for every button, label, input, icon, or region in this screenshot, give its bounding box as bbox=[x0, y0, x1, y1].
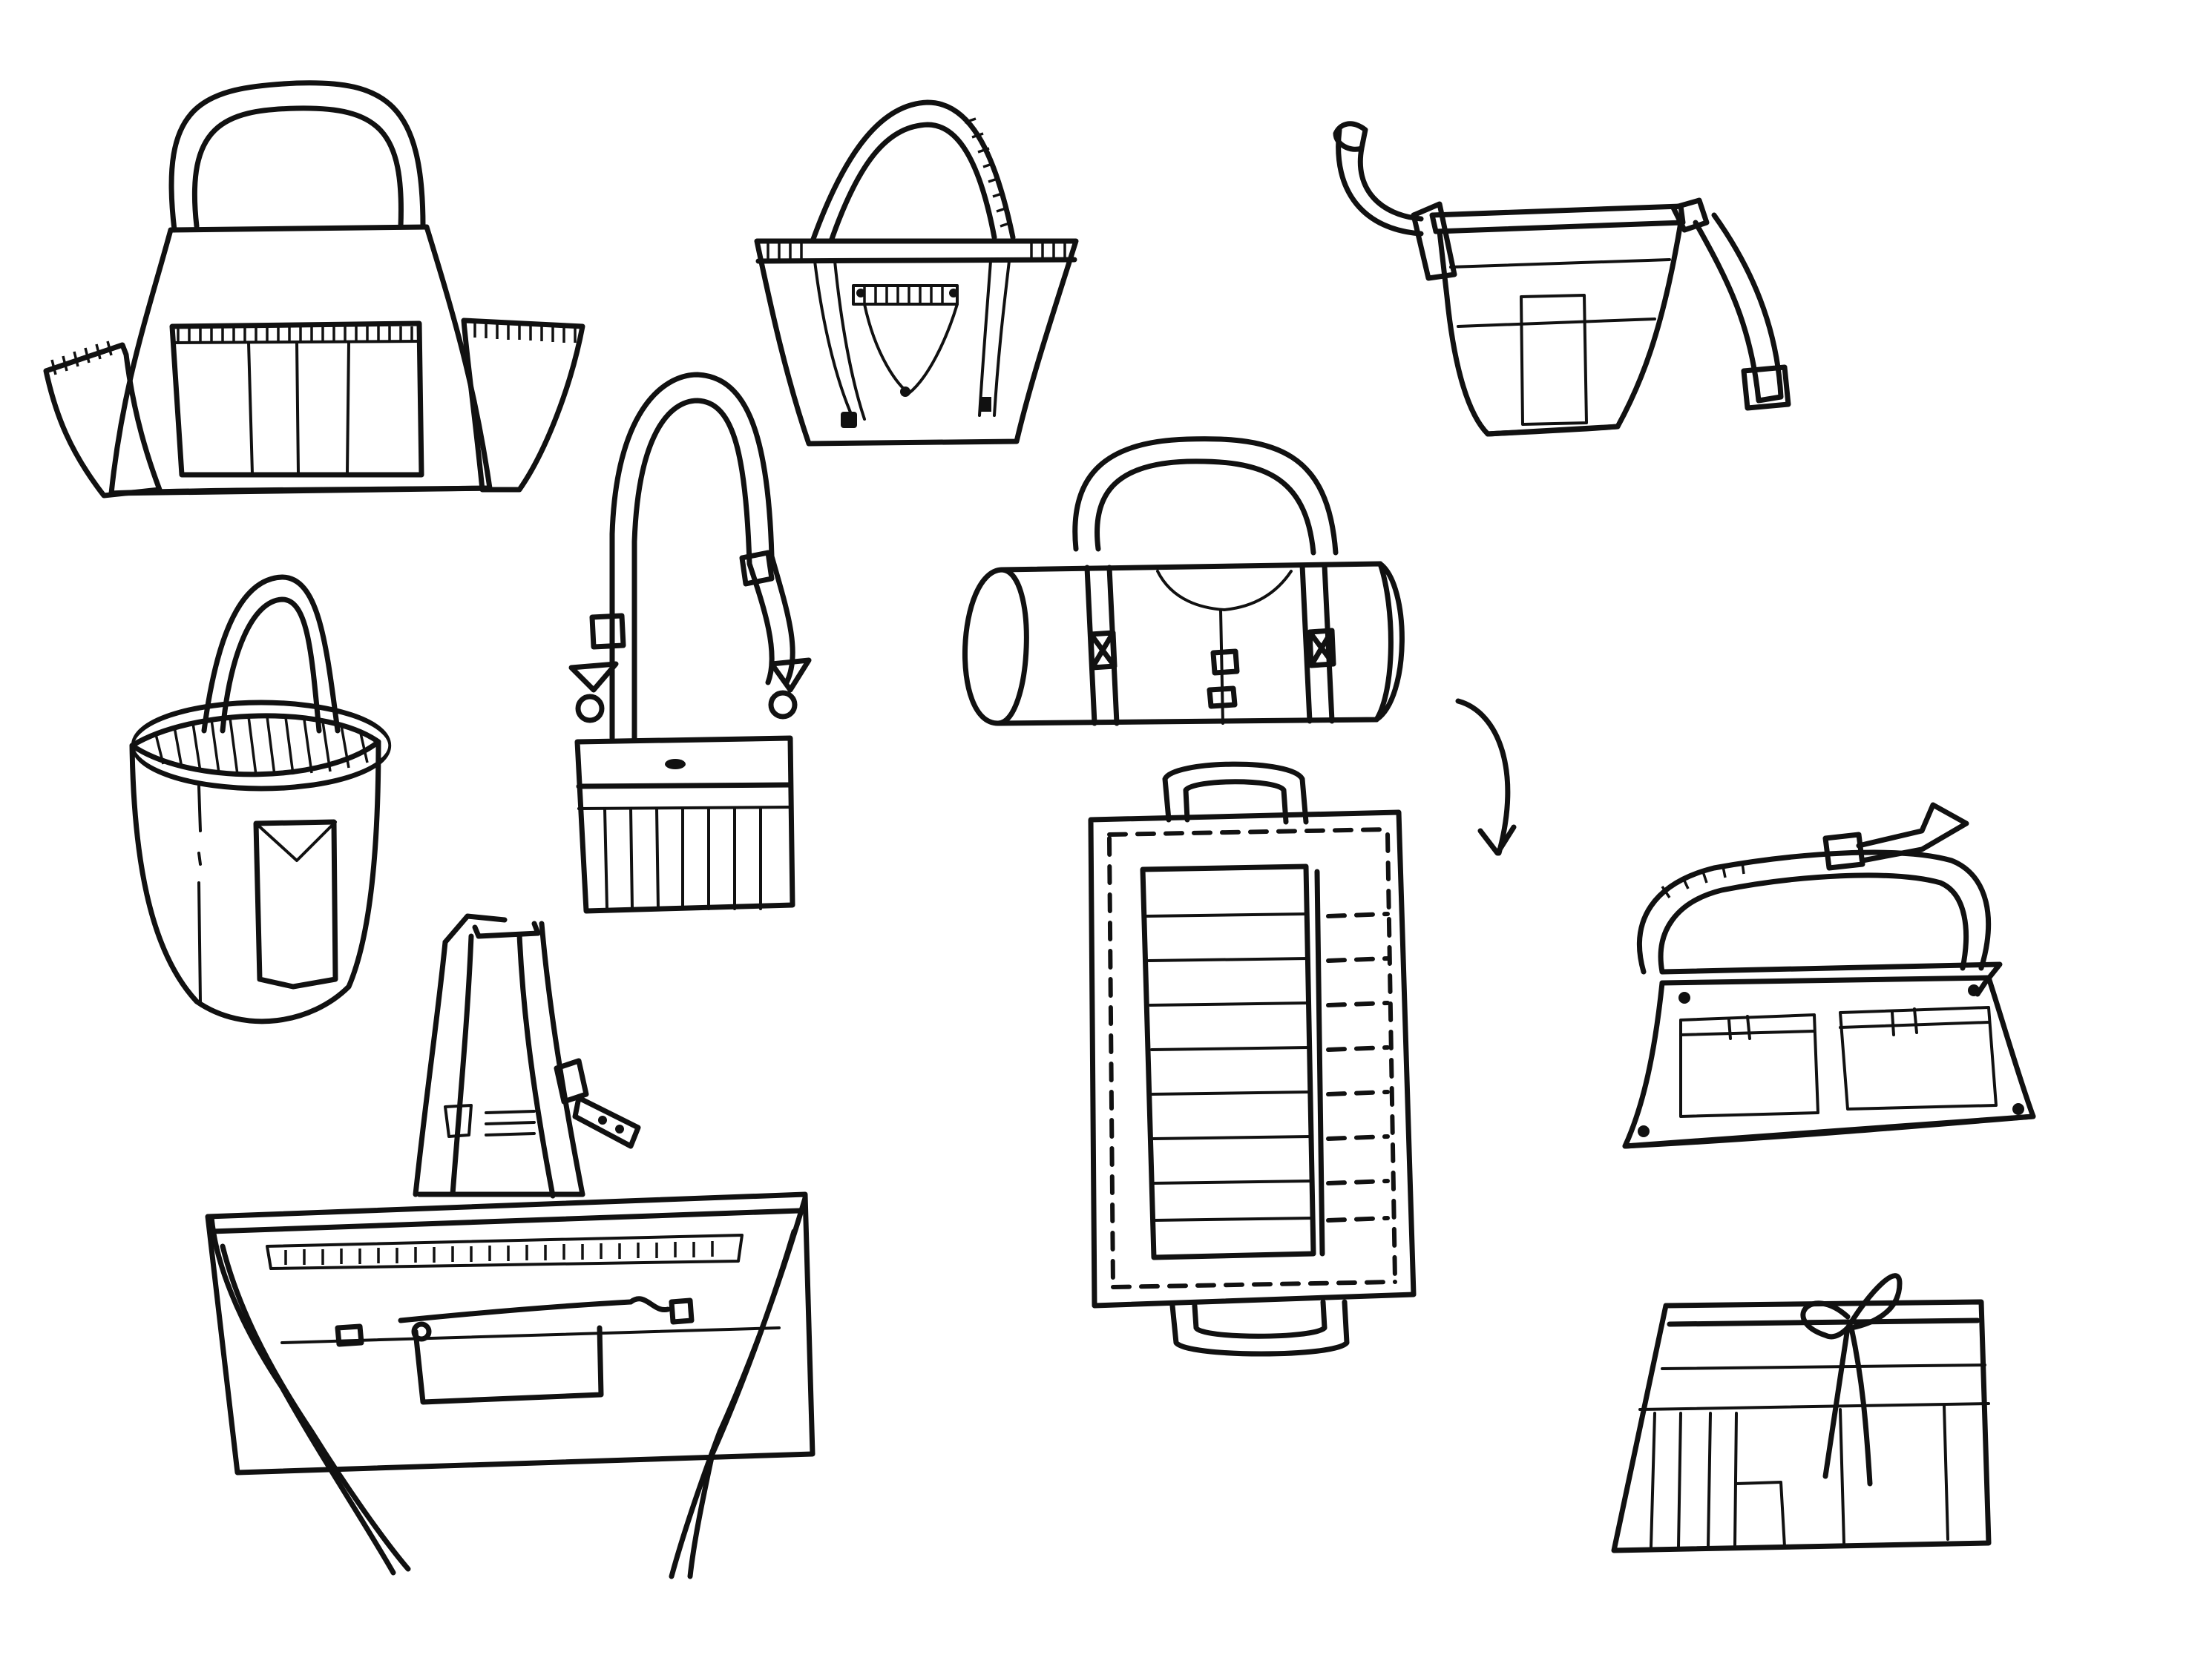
bedroll-sketch bbox=[962, 436, 1405, 726]
arrow-sketch bbox=[1455, 698, 1517, 856]
striped-tote-sketch bbox=[754, 99, 1079, 447]
hip-bag-sketch bbox=[1333, 121, 1791, 437]
crossbody-bag-sketch bbox=[568, 372, 812, 914]
bucket-bag-sketch bbox=[129, 574, 392, 1024]
work-apron-sketch bbox=[205, 913, 815, 1579]
waist-apron-sketch bbox=[1611, 1273, 1992, 1553]
tool-belt-sketch bbox=[1622, 802, 2036, 1149]
unrolled-organizer-sketch bbox=[1088, 761, 1417, 1357]
tote-side-pockets-sketch bbox=[43, 80, 585, 499]
